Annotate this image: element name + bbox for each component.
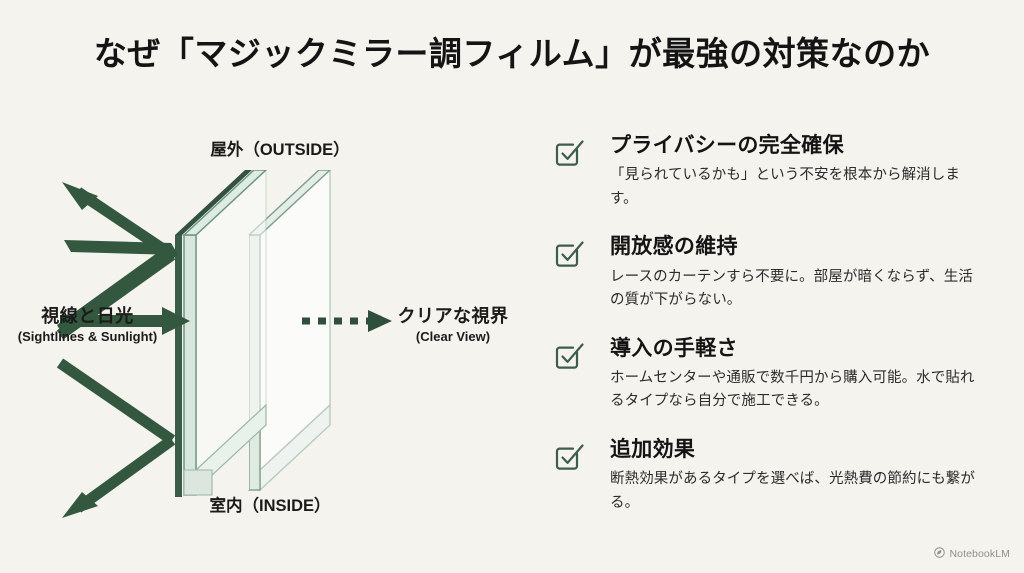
diagram-illustration [0,110,530,540]
diagram-label-clearview: クリアな視界 (Clear View) [378,305,528,347]
benefit-title: 導入の手軽さ [610,336,738,360]
checkbox-checked-icon [552,135,586,169]
diagram-label-sightlines: 視線と日光 (Sightlines & Sunlight) [0,305,175,347]
clear-view-arrowhead [368,310,392,332]
list-item: 追加効果 断熱効果があるタイプを選べば、光熱費の節約にも繋がる。 [548,436,988,515]
reflected-upper-ray [74,187,176,260]
notebooklm-logo-icon [934,545,946,563]
reflected-lower-ray [74,435,176,513]
sightlines-label-jp: 視線と日光 [41,306,134,326]
sightlines-label-en: (Sightlines & Sunlight) [17,329,158,345]
reflected-upper-arrowhead [62,182,98,210]
diagram-label-inside: 室内（INSIDE） [209,497,331,515]
incoming-upper-ray [56,250,176,340]
incoming-middle-arrowhead [162,307,190,335]
page-title: なぜ「マジックミラー調フィルム」が最強の対策なのか [93,35,931,72]
clear-view-dotted-arrow [302,310,392,332]
list-item: 導入の手軽さ ホームセンターや通販で数千円から購入可能。水で貼れるタイプなら自分… [548,335,988,414]
benefit-body: ホームセンターや通販で数千円から購入可能。水で貼れるタイプなら自分で施工できる。 [610,369,975,410]
checkbox-checked-icon [552,338,586,372]
outer-pane-edge [183,234,197,496]
checkbox-checked-icon [552,236,586,270]
benefit-title: プライバシーの完全確保 [610,134,844,157]
list-item: プライバシーの完全確保 「見られているかも」という不安を根本から解消します。 [548,132,988,211]
top-mask [0,110,530,170]
outer-pane-sill [183,469,213,496]
benefit-body: レースのカーテンすら不要に。部屋が暗くならず、生活の質が下がらない。 [610,268,973,309]
benefit-title: 追加効果 [610,437,696,461]
glass-film-diagram: 屋外（OUTSIDE） 室内（INSIDE） 視線と日光 (Sightlines… [0,110,530,540]
reflected-lower-arrowhead [62,492,98,518]
watermark: NotebookLM [934,545,1010,563]
clearview-label-en: (Clear View) [415,329,491,345]
benefit-body: 断熱効果があるタイプを選べば、光熱費の節約にも繋がる。 [610,471,975,511]
incoming-lower-ray [56,358,176,445]
mirror-film-top-bevel [175,170,252,235]
benefits-list: プライバシーの完全確保 「見られているかも」という不安を根本から解消します。 開… [548,132,988,515]
clearview-label-jp: クリアな視界 [397,306,509,326]
checkbox-checked-icon [552,439,586,473]
mirror-film-layer [175,235,182,497]
benefit-body: 「見られているかも」という不安を根本から解消します。 [610,167,960,207]
glass-panel-isometric [175,168,332,497]
sightline-arrow-group [56,187,176,513]
watermark-label: NotebookLM [949,548,1010,560]
bottom-mask [0,525,530,540]
diagram-label-outside: 屋外（OUTSIDE） [210,141,350,159]
list-item: 開放感の維持 レースのカーテンすら不要に。部屋が暗くならず、生活の質が下がらない… [548,233,988,312]
benefit-title: 開放感の維持 [610,235,738,259]
